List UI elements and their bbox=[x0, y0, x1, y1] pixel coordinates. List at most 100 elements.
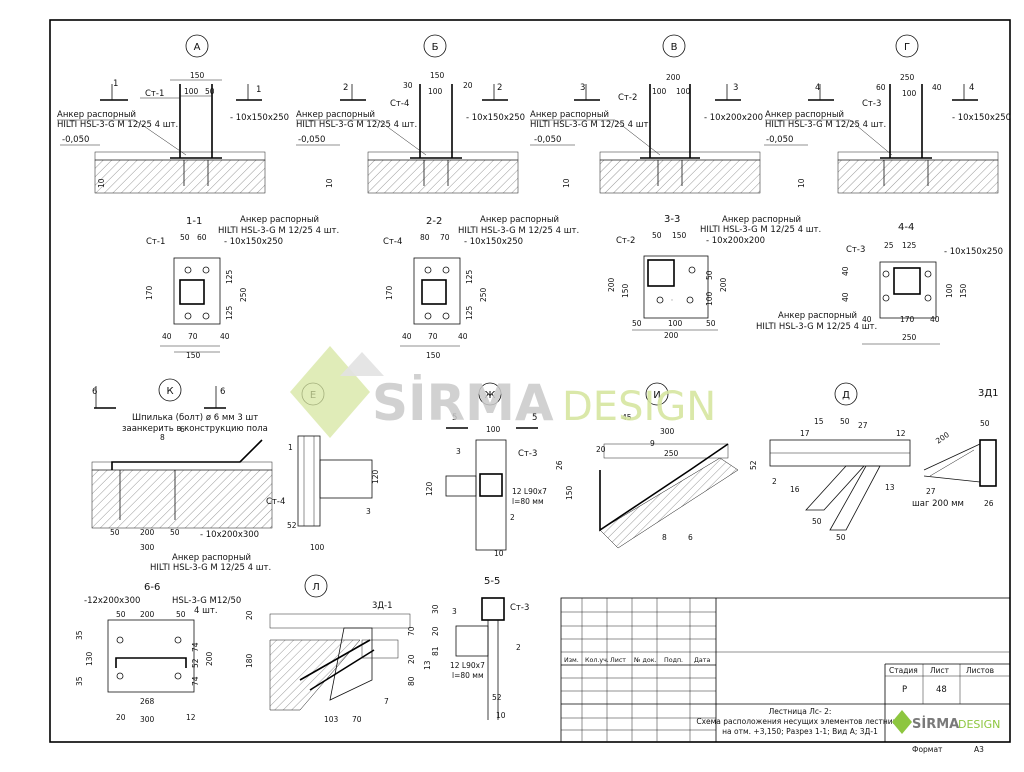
tb-sheets-label: Листов bbox=[966, 666, 994, 675]
svg-text:Анкер распорный: Анкер распорный bbox=[480, 215, 559, 225]
svg-text:50: 50 bbox=[632, 319, 642, 328]
section-6-6: 6-6 -12х200х300 HSL-3-G M12/50 4 шт. 50 … bbox=[75, 582, 241, 724]
svg-text:27: 27 bbox=[926, 487, 936, 496]
svg-text:50: 50 bbox=[706, 319, 716, 328]
svg-text:HILTI HSL-3-G M 12/25 4 шт.: HILTI HSL-3-G M 12/25 4 шт. bbox=[150, 563, 271, 573]
tb-format-label: Формат bbox=[912, 745, 943, 754]
svg-text:Ст-3: Ст-3 bbox=[518, 449, 537, 459]
section-1-1: 1-1 Анкер распорный HILTI HSL-3-G M 12/2… bbox=[145, 215, 339, 360]
svg-text:Ст-4: Ст-4 bbox=[390, 99, 409, 109]
svg-text:7: 7 bbox=[384, 697, 389, 706]
svg-text:50: 50 bbox=[705, 270, 714, 280]
svg-text:HILTI HSL-3-G M 12/25 4 шт.: HILTI HSL-3-G M 12/25 4 шт. bbox=[756, 322, 877, 332]
svg-text:125: 125 bbox=[465, 305, 474, 320]
tb-title-3: на отм. +3,150; Разрез 1-1; Вид А; 3Д-1 bbox=[722, 727, 878, 736]
svg-text:HILTI HSL-3-G M 12/25 4 шт.: HILTI HSL-3-G M 12/25 4 шт. bbox=[700, 225, 821, 235]
watermark-brand: SİRMA bbox=[372, 374, 554, 432]
svg-text:HILTI HSL-3-G M 12/25 4 шт.: HILTI HSL-3-G M 12/25 4 шт. bbox=[458, 226, 579, 236]
svg-text:2: 2 bbox=[772, 477, 777, 486]
svg-text:100: 100 bbox=[676, 87, 691, 96]
svg-text:52: 52 bbox=[492, 693, 502, 702]
svg-text:Ст-3: Ст-3 bbox=[846, 245, 865, 255]
tb-header-date: Дата bbox=[694, 657, 710, 664]
svg-text:l=80 мм: l=80 мм bbox=[452, 671, 484, 680]
svg-text:300: 300 bbox=[140, 543, 155, 552]
svg-text:6: 6 bbox=[92, 387, 97, 397]
tb-sheet: 48 bbox=[936, 685, 947, 695]
svg-text:Анкер распорный: Анкер распорный bbox=[722, 215, 801, 225]
svg-text:40: 40 bbox=[220, 332, 230, 341]
svg-text:70: 70 bbox=[352, 715, 362, 724]
svg-text:HILTI HSL-3-G M 12/25 4 шт.: HILTI HSL-3-G M 12/25 4 шт. bbox=[296, 120, 417, 130]
svg-text:Анкер распорный: Анкер распорный bbox=[240, 215, 319, 225]
svg-text:60: 60 bbox=[876, 83, 886, 92]
svg-text:4 шт.: 4 шт. bbox=[194, 606, 218, 616]
svg-text:120: 120 bbox=[371, 469, 380, 484]
svg-text:9: 9 bbox=[650, 439, 655, 448]
section-4-4: 4-4 - 10х150х250 Ст-3 25 125 Анкер распо… bbox=[756, 222, 1003, 344]
svg-text:150: 150 bbox=[426, 351, 441, 360]
tb-logo-suffix: DESIGN bbox=[958, 718, 1000, 731]
svg-text:10: 10 bbox=[494, 549, 504, 558]
svg-text:70: 70 bbox=[440, 233, 450, 242]
svg-text:80: 80 bbox=[420, 233, 430, 242]
svg-text:12: 12 bbox=[896, 429, 906, 438]
svg-text:40: 40 bbox=[841, 266, 850, 276]
svg-text:Л: Л bbox=[312, 582, 320, 593]
svg-text:1: 1 bbox=[113, 79, 118, 89]
svg-text:Ст-2: Ст-2 bbox=[616, 236, 635, 246]
tb-title-1: Лестница Лс- 2: bbox=[769, 707, 832, 716]
svg-text:120: 120 bbox=[425, 481, 434, 496]
svg-text:- 10х200х200: - 10х200х200 bbox=[704, 113, 763, 123]
svg-text:70: 70 bbox=[428, 332, 438, 341]
svg-text:81: 81 bbox=[431, 646, 440, 656]
svg-text:Г: Г bbox=[904, 42, 910, 53]
svg-text:40: 40 bbox=[930, 315, 940, 324]
svg-text:-0,050: -0,050 bbox=[534, 135, 561, 145]
svg-text:150: 150 bbox=[565, 485, 574, 500]
svg-text:6: 6 bbox=[180, 425, 185, 434]
svg-text:20: 20 bbox=[596, 445, 606, 454]
svg-text:40: 40 bbox=[862, 315, 872, 324]
title-block: Изм. Кол.уч. Лист № док. Подп. Дата Стад… bbox=[561, 598, 1010, 754]
svg-text:2: 2 bbox=[343, 83, 348, 93]
svg-text:-12х200х300: -12х200х300 bbox=[84, 596, 140, 606]
svg-text:6-6: 6-6 bbox=[144, 582, 160, 593]
svg-text:60: 60 bbox=[197, 233, 207, 242]
svg-text:13: 13 bbox=[885, 483, 895, 492]
svg-text:Анкер распорный: Анкер распорный bbox=[530, 110, 609, 120]
svg-text:50: 50 bbox=[176, 610, 186, 619]
svg-text:8: 8 bbox=[160, 433, 165, 442]
svg-text:10: 10 bbox=[562, 178, 571, 188]
svg-text:35: 35 bbox=[75, 676, 84, 686]
svg-text:50: 50 bbox=[980, 419, 990, 428]
svg-text:70: 70 bbox=[407, 626, 416, 636]
svg-text:170: 170 bbox=[900, 315, 915, 324]
svg-text:4-4: 4-4 bbox=[898, 222, 914, 233]
svg-text:10: 10 bbox=[797, 178, 806, 188]
svg-text:HILTI HSL-3-G M 12/25 4 шт.: HILTI HSL-3-G M 12/25 4 шт. bbox=[530, 120, 651, 130]
svg-text:200: 200 bbox=[664, 331, 679, 340]
svg-text:200: 200 bbox=[205, 651, 214, 666]
svg-text:1-1: 1-1 bbox=[186, 216, 202, 227]
svg-text:Ст-1: Ст-1 bbox=[145, 89, 164, 99]
svg-text:4: 4 bbox=[969, 83, 974, 93]
tb-header-izm: Изм. bbox=[564, 657, 579, 664]
svg-text:50: 50 bbox=[840, 417, 850, 426]
svg-text:Анкер распорный: Анкер распорный bbox=[57, 110, 136, 120]
tb-stage-label: Стадия bbox=[889, 666, 918, 675]
svg-text:20: 20 bbox=[463, 81, 473, 90]
svg-text:3: 3 bbox=[580, 83, 585, 93]
svg-text:2-2: 2-2 bbox=[426, 216, 442, 227]
svg-text:- 10х150х250: - 10х150х250 bbox=[464, 237, 523, 247]
svg-text:2: 2 bbox=[497, 83, 502, 93]
svg-text:3: 3 bbox=[366, 507, 371, 516]
svg-text:150: 150 bbox=[672, 231, 687, 240]
svg-text:125: 125 bbox=[902, 241, 917, 250]
svg-text:HILTI HSL-3-G M 12/25 4 шт.: HILTI HSL-3-G M 12/25 4 шт. bbox=[765, 120, 886, 130]
svg-text:3Д-1: 3Д-1 bbox=[372, 601, 393, 611]
svg-text:103: 103 bbox=[324, 715, 339, 724]
section-2-2: 2-2 Анкер распорный HILTI HSL-3-G M 12/2… bbox=[383, 215, 579, 360]
